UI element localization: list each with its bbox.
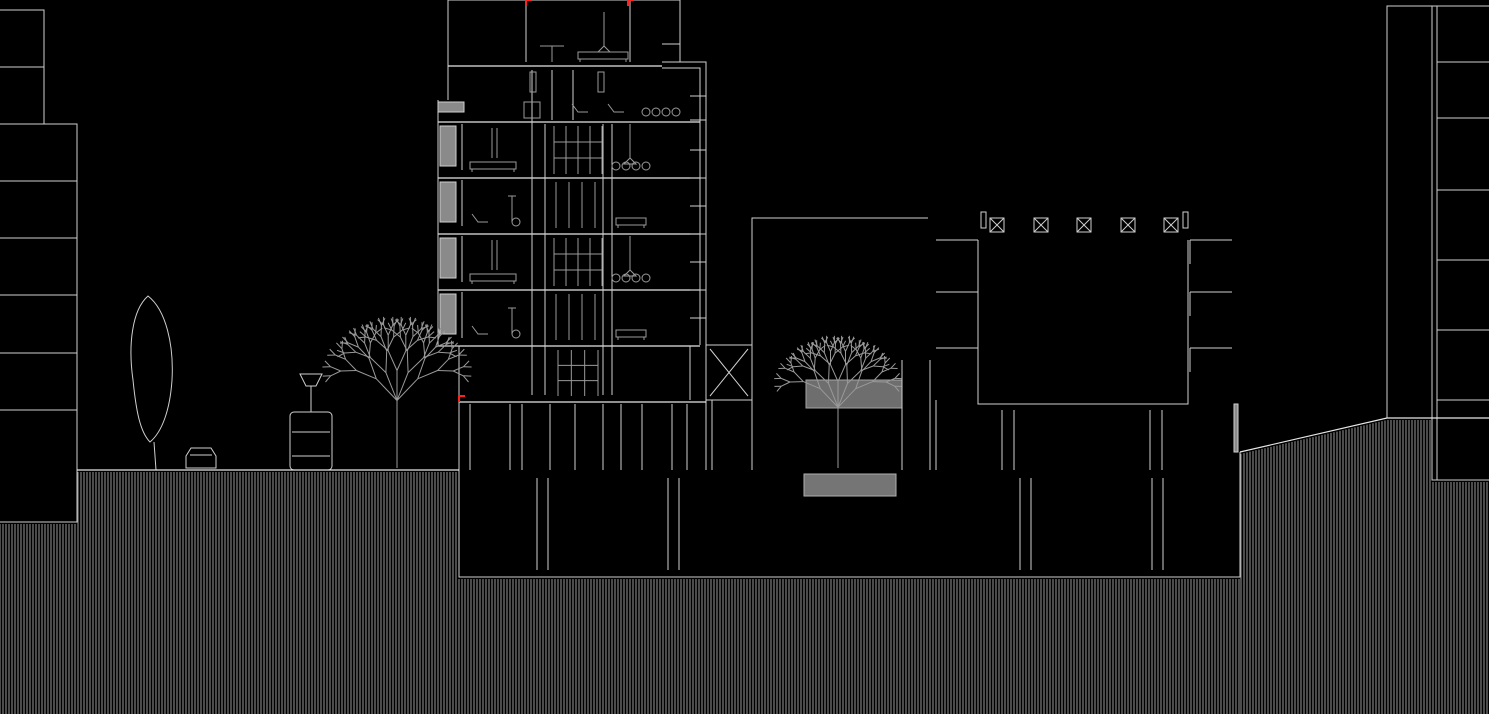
street-lamp xyxy=(299,373,323,412)
pavilion-building xyxy=(936,211,1239,470)
ground-hatch-right xyxy=(1240,420,1488,714)
stair-grids xyxy=(553,126,603,396)
residential-tower xyxy=(437,0,707,470)
pavilion-ledges xyxy=(936,239,1232,372)
low-building xyxy=(751,217,937,497)
bare-tree xyxy=(774,335,902,468)
ground-line-right xyxy=(1239,417,1489,453)
basement-outline xyxy=(458,452,1241,578)
car-front xyxy=(185,447,217,469)
left-neighbor-building xyxy=(0,9,78,523)
section-mark-red xyxy=(458,395,465,402)
connector-bridge xyxy=(705,344,753,470)
tower-ledges xyxy=(662,43,706,400)
ground-hatch-left xyxy=(0,472,457,714)
bare-tree xyxy=(322,316,472,468)
cypress-tree xyxy=(130,295,173,471)
section-mark-red xyxy=(525,0,532,6)
right-neighbor-building xyxy=(1386,5,1489,481)
furniture xyxy=(469,12,681,340)
tower-columns xyxy=(469,404,688,470)
roof-ventilation-units xyxy=(980,211,1189,233)
bus-front xyxy=(289,411,333,471)
section-mark-red xyxy=(627,0,634,6)
planter-box xyxy=(803,473,897,497)
ground-hatch-bottom xyxy=(458,579,1240,714)
